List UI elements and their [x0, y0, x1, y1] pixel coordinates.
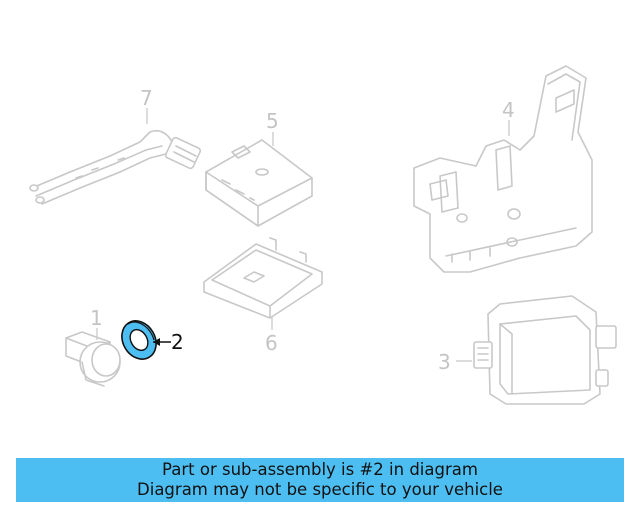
callout-3: 3 [438, 350, 451, 374]
banner-line-1: Part or sub-assembly is #2 in diagram [162, 460, 478, 479]
callout-2: 2 [171, 330, 184, 354]
callout-6: 6 [265, 331, 278, 355]
callout-7: 7 [140, 86, 153, 110]
callout-2-arrowhead [153, 338, 160, 346]
wire-harness-part-7[interactable] [29, 129, 202, 205]
control-module-part-3[interactable] [473, 295, 617, 405]
bracket-part-4[interactable] [413, 65, 593, 273]
module-part-5[interactable] [205, 139, 313, 227]
cover-part-6[interactable] [203, 237, 323, 319]
retainer-ring-part-2[interactable] [115, 315, 163, 366]
callout-4: 4 [502, 98, 515, 122]
info-banner: Part or sub-assembly is #2 in diagram Di… [16, 458, 624, 502]
callout-5: 5 [266, 109, 279, 133]
callout-1: 1 [90, 306, 103, 330]
parts-diagram: 7 5 6 4 [29, 65, 617, 405]
parking-sensor-part-1[interactable] [65, 331, 121, 387]
banner-line-2: Diagram may not be specific to your vehi… [137, 480, 503, 499]
